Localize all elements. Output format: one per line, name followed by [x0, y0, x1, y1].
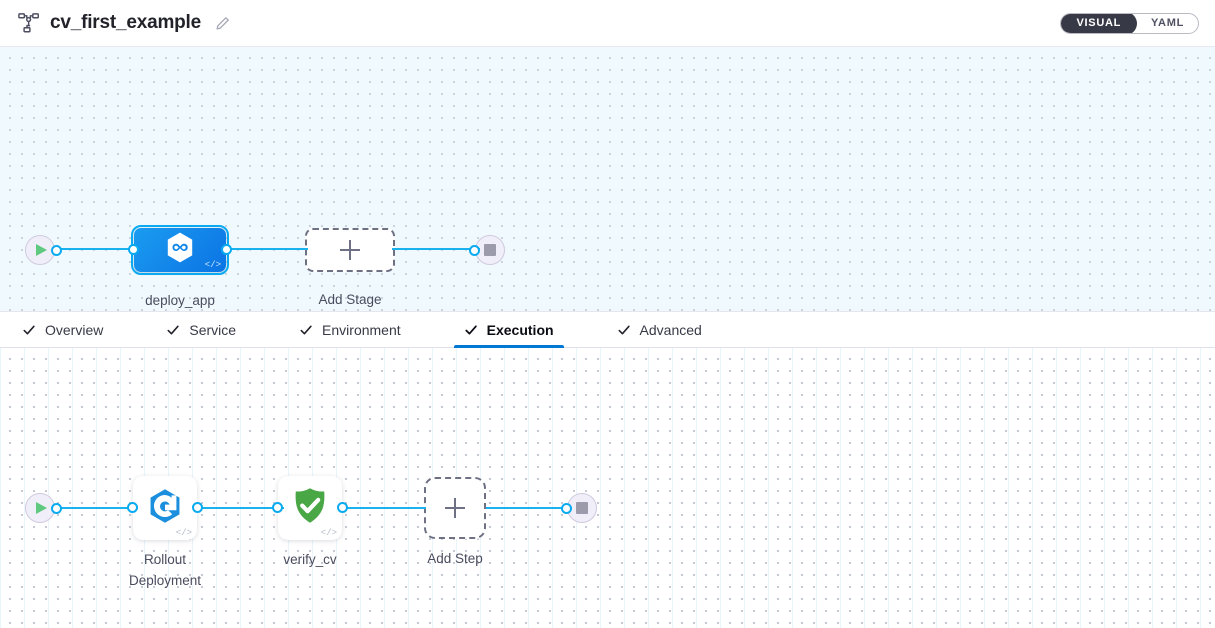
code-badge-icon: </>: [204, 260, 221, 270]
end-terminal[interactable]: [567, 493, 597, 523]
toggle-visual-button[interactable]: VISUAL: [1061, 13, 1138, 33]
add-step-label: Add Step: [427, 551, 483, 566]
play-icon: [36, 502, 47, 514]
add-stage-button[interactable]: [305, 228, 395, 272]
stage-graph-canvas[interactable]: </> deploy_app Add Stage: [0, 47, 1215, 311]
tab-execution-label: Execution: [486, 321, 554, 338]
pencil-edit-icon[interactable]: [211, 16, 230, 31]
code-badge-icon: </>: [320, 528, 337, 538]
harness-cd-hexagon-icon: [164, 231, 196, 270]
add-step-node[interactable]: Add Step: [424, 477, 486, 566]
add-step-button[interactable]: [424, 477, 486, 539]
check-icon: [167, 325, 180, 334]
execution-steps-canvas[interactable]: </> Rollout Deployment </> verify_cv Add…: [0, 348, 1215, 628]
tab-advanced-label: Advanced: [639, 321, 702, 338]
stage-node-deploy-app[interactable]: </> deploy_app: [128, 225, 232, 308]
check-icon: [300, 325, 312, 334]
check-icon: [465, 324, 477, 335]
step-input-port[interactable]: [272, 502, 283, 513]
stop-icon: [484, 244, 496, 256]
tab-service-label: Service: [189, 321, 237, 338]
end-input-port[interactable]: [469, 245, 480, 256]
header-right-group: VISUAL YAML: [1060, 12, 1199, 34]
tab-overview-label: Overview: [45, 321, 104, 338]
start-terminal[interactable]: [25, 235, 55, 265]
check-icon: [23, 325, 35, 334]
step-node-rollout-deployment[interactable]: </> Rollout Deployment: [127, 476, 203, 588]
step-label-verify-cv: verify_cv: [283, 552, 337, 567]
view-mode-toggle[interactable]: VISUAL YAML: [1060, 12, 1199, 34]
code-badge-icon: </>: [175, 528, 192, 538]
start-terminal[interactable]: [25, 493, 55, 523]
step-card[interactable]: </>: [278, 476, 342, 540]
end-input-port[interactable]: [561, 503, 572, 514]
execution-start-node[interactable]: [25, 493, 62, 523]
pipeline-graph-icon: [18, 13, 40, 33]
link-verify-to-addstep: [342, 507, 426, 510]
pipeline-start-node[interactable]: [25, 235, 62, 265]
stage-label-deploy-app: deploy_app: [145, 293, 215, 308]
step-label-rollout-deployment: Rollout Deployment: [128, 552, 202, 588]
step-card[interactable]: </>: [133, 476, 197, 540]
step-node-verify-cv[interactable]: </> verify_cv: [272, 476, 348, 567]
stop-icon: [576, 502, 588, 514]
tab-overview[interactable]: Overview: [18, 312, 107, 347]
pipeline-header: cv_first_example VISUAL YAML: [0, 0, 1215, 47]
header-left-group: cv_first_example: [18, 12, 230, 34]
tab-environment-label: Environment: [322, 321, 401, 338]
plus-icon: [445, 498, 465, 518]
stage-output-port[interactable]: [221, 244, 232, 255]
tab-service[interactable]: Service: [162, 312, 240, 347]
add-stage-label: Add Stage: [318, 292, 382, 307]
page-title: cv_first_example: [50, 12, 202, 33]
execution-end-node[interactable]: [561, 493, 597, 523]
tab-environment[interactable]: Environment: [295, 312, 405, 347]
stage-card[interactable]: </>: [131, 225, 229, 275]
start-output-port[interactable]: [51, 503, 62, 514]
check-icon: [618, 325, 630, 334]
start-output-port[interactable]: [51, 245, 62, 256]
pipeline-end-node[interactable]: [469, 235, 505, 265]
link-deploy-to-addstage: [224, 248, 308, 251]
verify-shield-check-icon: [291, 486, 329, 531]
end-terminal[interactable]: [475, 235, 505, 265]
rollout-deployment-icon: [146, 487, 184, 530]
step-input-port[interactable]: [127, 502, 138, 513]
toggle-yaml-button[interactable]: YAML: [1137, 14, 1198, 33]
link-start-to-rollout: [52, 507, 138, 510]
step-output-port[interactable]: [192, 502, 203, 513]
play-icon: [36, 244, 47, 256]
stage-config-tabs[interactable]: Overview Service Environment Execution A…: [0, 311, 1215, 348]
add-stage-node[interactable]: Add Stage: [305, 228, 395, 307]
plus-icon: [340, 240, 360, 260]
link-addstep-to-end: [486, 507, 572, 510]
link-start-to-deploy: [52, 248, 138, 251]
step-output-port[interactable]: [337, 502, 348, 513]
stage-input-port[interactable]: [128, 244, 139, 255]
tab-execution[interactable]: Execution: [453, 312, 564, 348]
link-rollout-to-verify: [198, 507, 284, 510]
tab-advanced[interactable]: Advanced: [613, 312, 706, 347]
link-addstage-to-end: [392, 248, 480, 251]
